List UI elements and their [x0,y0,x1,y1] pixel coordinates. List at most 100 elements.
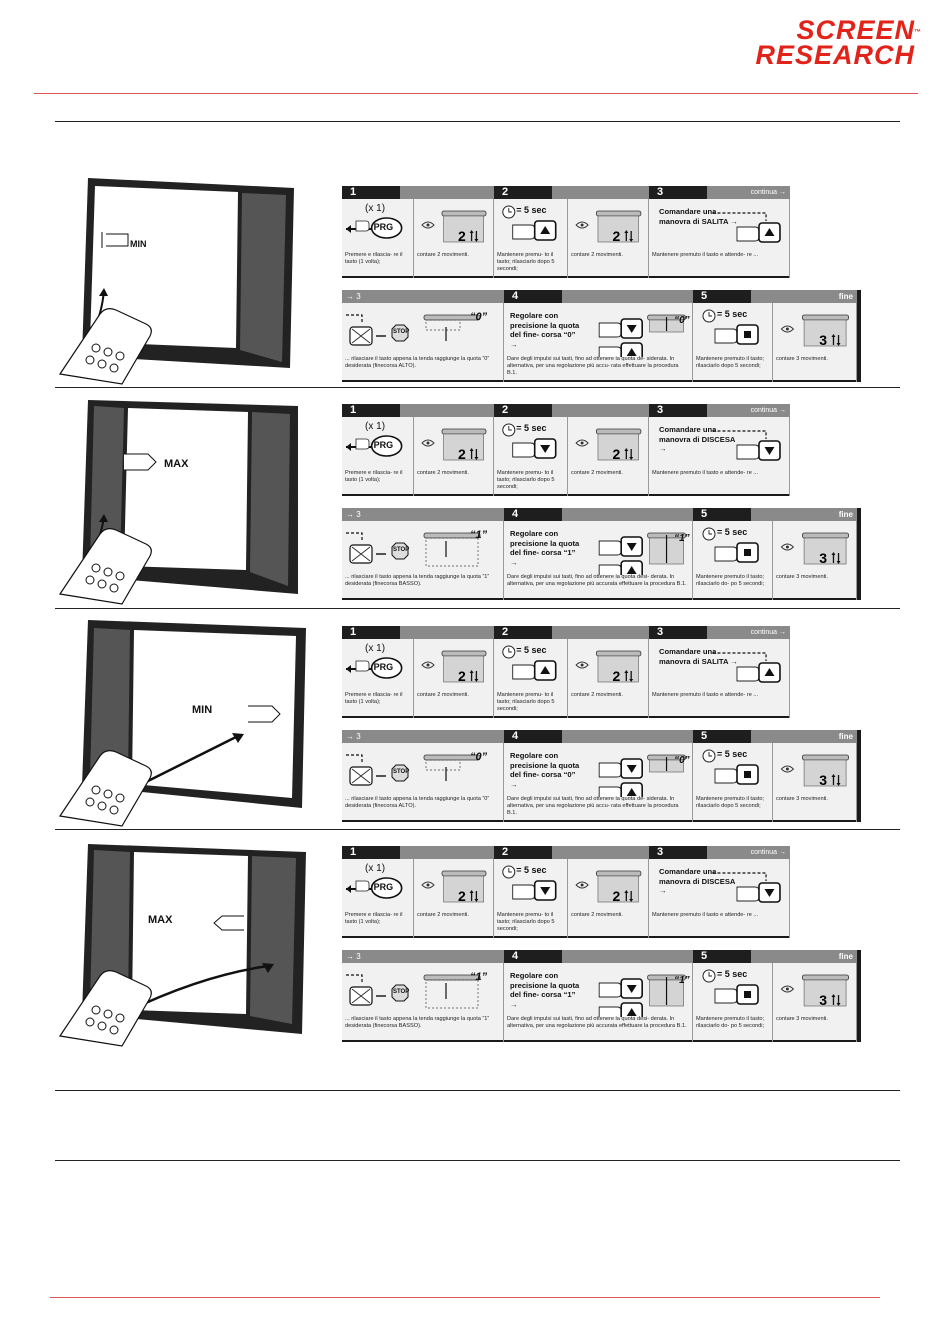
step-cell: 2 contare 2 movimenti. [568,199,649,278]
step-header-bar [342,508,857,521]
step-illustration [502,423,557,459]
step-header-bar [342,186,790,199]
hold-time: = 5 sec [717,527,748,537]
step-caption: Mantenere premuto il tasto e attende- re… [652,692,759,698]
step-illustration [702,969,759,1005]
step-caption: Dare degli impulsi sui tasti, fino ad ot… [507,796,679,816]
remote-control-icon [58,528,152,605]
step-caption: contare 2 movimenti. [417,912,469,918]
step-illustration: 3 [780,314,850,348]
step-illustration [346,877,403,899]
step-cell: = 5 sec Mantenere premu- to il tasto; ri… [494,199,568,278]
step-cell: = 5 sec Mantenere premu- to il tasto; ri… [494,859,568,938]
step-number: 5 [693,508,751,521]
steps-row-2: → 3 4 5 fine STOP “1” ... rilasciare il … [342,508,861,600]
step-number: 3 [649,404,707,417]
step-caption: Dare degli impulsi sui tasti, fino ad ot… [507,574,687,587]
step-caption: Mantenere premu- to il tasto; rilasciarl… [497,912,555,932]
clock-icon [702,969,716,983]
down-button-icon [512,438,557,459]
blind-icon [421,210,487,243]
stop-label: STOP [393,547,410,553]
action-text: Comandare una manovra di SALITA → [659,647,738,666]
press-count: (x 1) [365,203,386,214]
procedure-sequence: 1 2 3 continua → (x 1) PRG Premere e ril… [342,404,867,602]
count-number: 2 [458,446,466,462]
count-number: 2 [613,888,621,904]
blind-icon [421,870,487,903]
down-button-icon [598,318,643,339]
step-header-bar [342,290,857,303]
step-illustration [346,435,403,457]
screen-diagram [58,620,306,827]
screen-diagram [58,844,306,1047]
adjust-text: Regolare con precisione la quota del fin… [510,751,580,789]
hold-time: = 5 sec [717,309,748,319]
stop-button-icon [714,764,759,785]
step-illustration: 2 [421,428,487,462]
stop-button-icon [714,542,759,563]
step-number: 3 [649,186,707,199]
procedure-sequence: 1 2 3 continua → (x 1) PRG Premere e ril… [342,846,867,1044]
clock-icon [502,645,516,659]
step-number: 2 [494,186,552,199]
quota-label: “1” [470,529,488,541]
logo-line1: SCREEN [796,15,915,45]
step-number: 2 [494,404,552,417]
step-number: 4 [504,950,562,963]
step-caption: Mantenere premuto il tasto; rilasciarlo … [696,574,765,587]
step-illustration: 2 [575,870,642,904]
limit-label: MAX [148,914,173,926]
step-illustration [346,974,481,1009]
header-rule [34,93,918,94]
divider-top [55,121,900,122]
up-button-icon [598,560,643,575]
divider-3 [55,829,900,830]
step-cell: Regolare con precisione la quota del fin… [504,963,693,1042]
continua-label: continua → [750,849,786,856]
step-cell: = 5 sec Mantenere premuto il tasto; rila… [693,963,773,1042]
steps-row-2: → 3 4 5 fine STOP “1” ... rilasciare il … [342,950,861,1042]
step-caption: contare 3 movimenti. [776,796,828,802]
hold-time: = 5 sec [516,865,547,875]
stop-label: STOP [393,329,410,335]
step-cell: STOP “0” ... rilasciare il tasto appena … [342,303,504,382]
quota-label: “0” [470,311,488,323]
previous-step-ref: → 3 [346,292,361,301]
step-cell: (x 1) PRG Premere e rilascia- re il tast… [342,639,414,718]
step-cell: = 5 sec Mantenere premuto il tasto; rila… [693,743,773,822]
step-cell: = 5 sec Mantenere premuto il tasto; rila… [693,303,773,382]
step-cell: 2 contare 2 movimenti. [568,639,649,718]
count-number: 2 [458,888,466,904]
screen-illustration: MIN [58,176,308,386]
adjust-text: Regolare con precisione la quota del fin… [510,971,580,1009]
stop-label: STOP [393,769,410,775]
down-button-icon [512,880,557,901]
step-illustration [598,532,686,575]
step-illustration [502,205,557,241]
step-caption: Mantenere premu- to il tasto; rilasciarl… [497,252,555,272]
count-number: 3 [819,332,827,348]
remote-control-icon [58,308,152,385]
step-caption: Mantenere premuto il tasto; rilasciarlo … [696,1016,765,1029]
step-cell: 2 contare 2 movimenti. [414,417,494,496]
step-caption: Premere e rilascia- re il tasto (1 volta… [345,252,403,265]
continua-label: continua → [750,189,786,196]
step-cell: 2 contare 2 movimenti. [414,639,494,718]
divider-footer [55,1160,900,1161]
screen-illustration: MAX [58,838,308,1048]
step-illustration [702,309,759,345]
step-cell: Comandare una manovra di DISCESA → Mante… [649,859,790,938]
step-number: 1 [342,186,400,199]
screen-diagram [58,178,294,385]
step-cell: = 5 sec Mantenere premu- to il tasto; ri… [494,417,568,496]
step-caption: ... rilasciare il tasto appena la tenda … [345,356,490,369]
step-illustration [712,652,781,683]
stop-label: STOP [393,989,410,995]
prg-button-label: PRG [373,222,394,232]
step-illustration [712,212,781,243]
step-number: 5 [693,290,751,303]
step-caption: Mantenere premuto il tasto e attende- re… [652,470,759,476]
step-header-bar [342,950,857,963]
down-button-icon [736,882,781,903]
